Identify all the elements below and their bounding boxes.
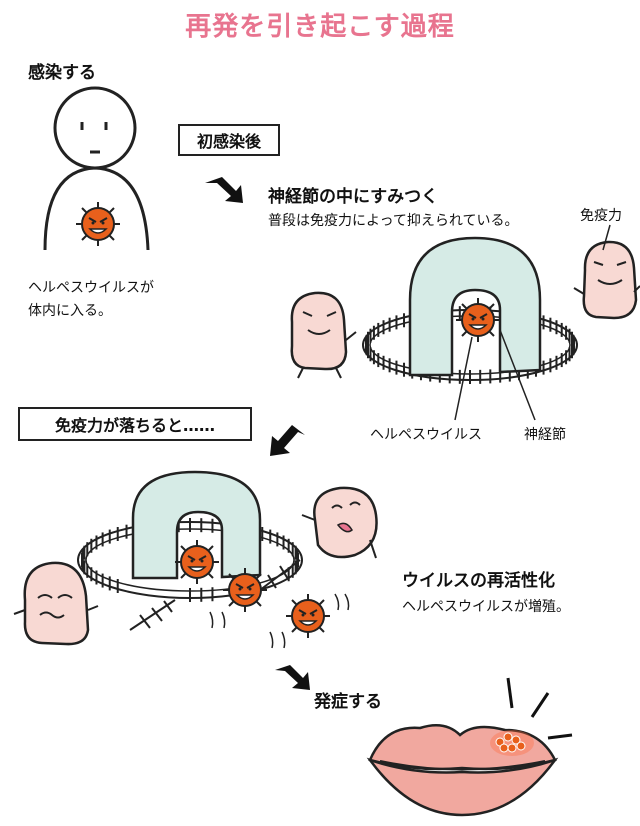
onset-heading: 発症する (314, 692, 382, 712)
immune-cell-figure (290, 291, 357, 379)
immune-cell-figure (573, 240, 640, 320)
ganglion-arch (408, 236, 542, 377)
immunity-drop-label: 免疫力が落ちると…… (18, 407, 252, 441)
page-title: 再発を引き起こす過程 (185, 12, 455, 42)
weak-immune-cell-figure (13, 561, 99, 646)
virus-icon (75, 201, 121, 247)
arrow-icon (270, 425, 305, 456)
ganglion-label: 神経節 (524, 427, 566, 443)
person-face-icon (80, 122, 108, 154)
immunity-label: 免疫力 (580, 208, 622, 224)
blister-icon (490, 730, 534, 756)
broken-ganglion-ring (77, 518, 303, 631)
virus-icon (222, 567, 268, 613)
latent-heading: 神経節の中にすみつく (268, 187, 439, 207)
virus-icon (285, 593, 331, 639)
weak-immune-cell-figure (301, 486, 378, 559)
reactivation-ganglion-arch (131, 470, 262, 580)
virus-label: ヘルペスウイルス (370, 427, 482, 443)
latent-caption: 普段は免疫力によって抑えられている。 (268, 213, 519, 229)
infection-heading: 感染する (28, 63, 96, 83)
infection-caption-line2: 体内に入る。 (28, 303, 112, 319)
latent-virus-icon (455, 297, 501, 343)
arrow-icon (205, 177, 243, 203)
after-infection-label: 初感染後 (178, 124, 280, 156)
motion-lines (209, 593, 350, 649)
arrow-icon (275, 665, 310, 690)
virus-icon (174, 539, 220, 585)
reactivation-caption: ヘルペスウイルスが増殖。 (402, 599, 570, 615)
lips-figure (366, 723, 559, 817)
reactivation-heading: ウイルスの再活性化 (402, 571, 555, 591)
pain-lines (506, 677, 573, 740)
infection-caption-line1: ヘルペスウイルスが (28, 280, 154, 296)
